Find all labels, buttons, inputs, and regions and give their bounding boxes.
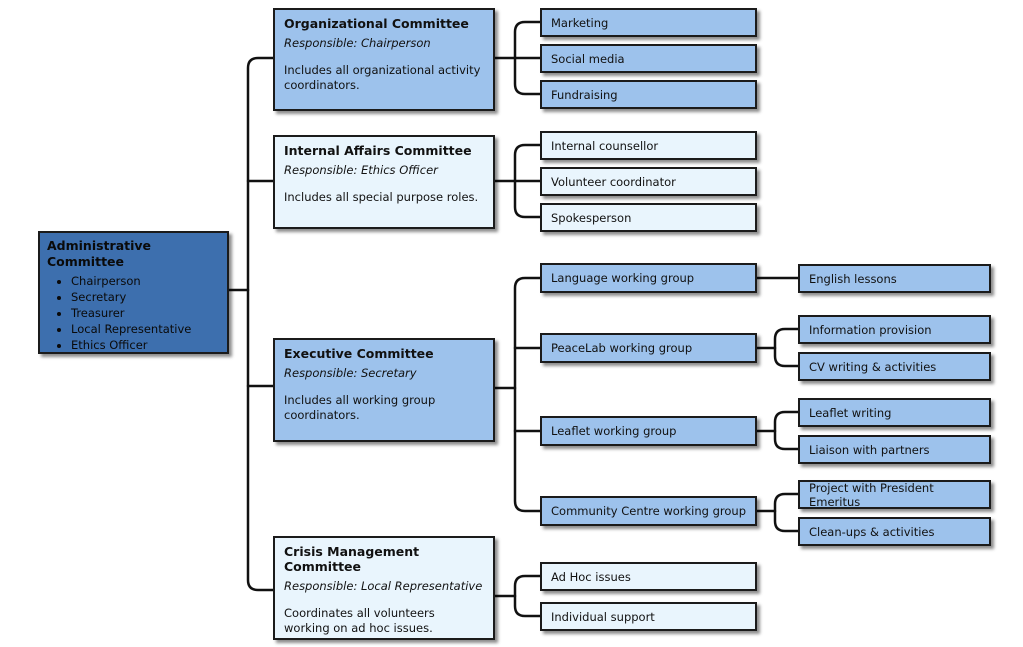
task-information-provision: Information provision: [798, 315, 991, 344]
crisis-management-committee-description: Coordinates all volunteers working on ad…: [284, 606, 435, 635]
group-community-centre: Community Centre working group: [540, 496, 757, 526]
internal-affairs-committee-description: Includes all special purpose roles.: [284, 190, 479, 204]
group-leaflet: Leaflet working group: [540, 416, 757, 446]
administrative-committee-box: Administrative Committee Chairperson Sec…: [38, 231, 229, 354]
executive-committee-box: Executive Committee Responsible: Secreta…: [273, 338, 495, 442]
leaf-fundraising: Fundraising: [540, 80, 757, 109]
executive-committee-title: Executive Committee: [284, 346, 434, 361]
member-local-representative: Local Representative: [71, 321, 220, 337]
member-treasurer: Treasurer: [71, 305, 220, 321]
administrative-members-list: Chairperson Secretary Treasurer Local Re…: [47, 273, 220, 353]
crisis-management-committee-box: Crisis Management Committee Responsible:…: [273, 536, 495, 640]
group-language: Language working group: [540, 263, 757, 293]
leaf-social-media: Social media: [540, 44, 757, 73]
group-peacelab: PeaceLab working group: [540, 333, 757, 363]
leaf-ad-hoc-issues: Ad Hoc issues: [540, 562, 757, 591]
task-liaison-with-partners: Liaison with partners: [798, 435, 991, 464]
leaf-internal-counsellor: Internal counsellor: [540, 131, 757, 160]
executive-committee-responsible: Responsible: Secretary: [284, 366, 417, 380]
task-project-with-president-emeritus: Project with President Emeritus: [798, 480, 991, 509]
internal-affairs-committee-box: Internal Affairs Committee Responsible: …: [273, 135, 495, 229]
member-chairperson: Chairperson: [71, 273, 220, 289]
leaf-volunteer-coordinator: Volunteer coordinator: [540, 167, 757, 196]
internal-affairs-committee-title: Internal Affairs Committee: [284, 143, 472, 158]
organizational-committee-title: Organizational Committee: [284, 16, 469, 31]
member-ethics-officer: Ethics Officer: [71, 337, 220, 353]
crisis-management-committee-title: Crisis Management Committee: [284, 544, 420, 574]
task-leaflet-writing: Leaflet writing: [798, 398, 991, 427]
task-clean-ups-activities: Clean-ups & activities: [798, 517, 991, 546]
organizational-committee-description: Includes all organizational activity coo…: [284, 63, 481, 92]
crisis-management-committee-responsible: Responsible: Local Representative: [284, 579, 483, 593]
leaf-spokesperson: Spokesperson: [540, 203, 757, 232]
task-cv-writing-activities: CV writing & activities: [798, 352, 991, 381]
internal-affairs-committee-responsible: Responsible: Ethics Officer: [284, 163, 438, 177]
organizational-committee-responsible: Responsible: Chairperson: [284, 36, 431, 50]
task-english-lessons: English lessons: [798, 264, 991, 293]
organizational-committee-box: Organizational Committee Responsible: Ch…: [273, 8, 495, 111]
leaf-individual-support: Individual support: [540, 602, 757, 631]
administrative-committee-title: Administrative Committee: [47, 238, 152, 269]
member-secretary: Secretary: [71, 289, 220, 305]
leaf-marketing: Marketing: [540, 8, 757, 37]
executive-committee-description: Includes all working group coordinators.: [284, 393, 436, 422]
